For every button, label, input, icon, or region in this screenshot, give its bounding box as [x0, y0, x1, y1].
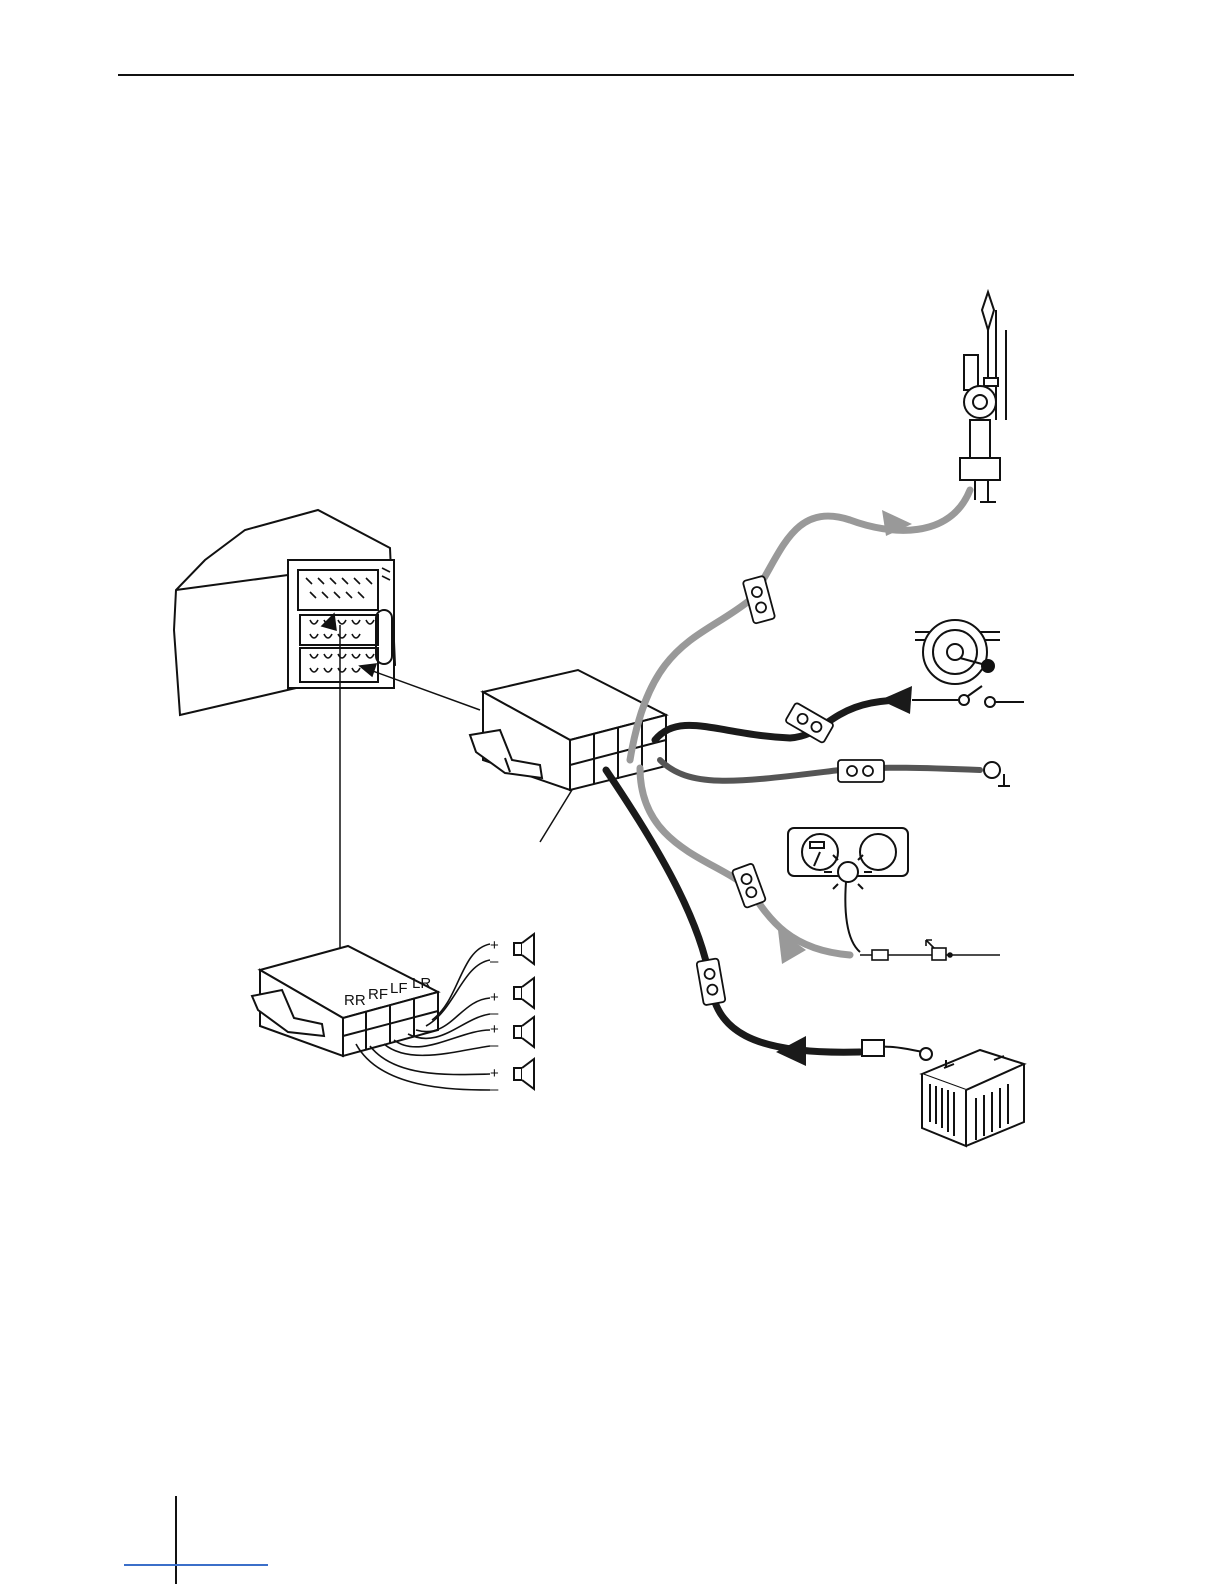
ground-cable	[660, 760, 980, 781]
dimmer-wire	[860, 940, 1000, 960]
speaker-label-rf: RF	[368, 986, 388, 1003]
polarity-minus-1: –	[490, 953, 499, 970]
cables	[606, 490, 980, 1052]
polarity-minus-3: –	[490, 1037, 499, 1054]
instrument-cluster	[788, 828, 908, 952]
motor-antenna	[960, 292, 1006, 502]
ignition-lock	[915, 620, 1000, 684]
polarity-plus-1: +	[490, 937, 499, 954]
speaker-icon	[514, 934, 534, 964]
battery-cable	[606, 770, 860, 1052]
speaker-label-rr: RR	[344, 992, 366, 1009]
speaker-icons	[514, 934, 534, 1089]
footer-rule-blue	[124, 1564, 268, 1566]
speaker-icon	[514, 1059, 534, 1089]
polarity-marks: + – + – + – + –	[490, 937, 499, 1098]
speaker-label-lr: LR	[412, 975, 431, 992]
speaker-label-lf: LF	[390, 980, 408, 997]
polarity-plus-4: +	[490, 1065, 499, 1082]
speaker-icon	[514, 978, 534, 1008]
polarity-plus-2: +	[490, 989, 499, 1006]
polarity-minus-2: –	[490, 1005, 499, 1022]
ignition-cable	[655, 700, 905, 740]
arrow-ignition	[880, 686, 912, 714]
battery	[862, 1040, 1024, 1146]
radio-unit	[174, 510, 395, 715]
footer-rule-vertical	[175, 1496, 177, 1584]
fuse-holder-illumination	[732, 863, 766, 908]
cable-arrows	[776, 510, 912, 1066]
fuse-holder-antenna	[743, 576, 776, 624]
ground-terminal	[984, 762, 1010, 786]
arrow-battery	[776, 1036, 806, 1066]
polarity-minus-4: –	[490, 1081, 499, 1098]
fuse-holder-battery	[696, 958, 725, 1005]
speaker-icon	[514, 1017, 534, 1047]
ignition-switch	[912, 686, 1024, 707]
polarity-plus-3: +	[490, 1021, 499, 1038]
fuse-holder-ground	[838, 760, 884, 782]
